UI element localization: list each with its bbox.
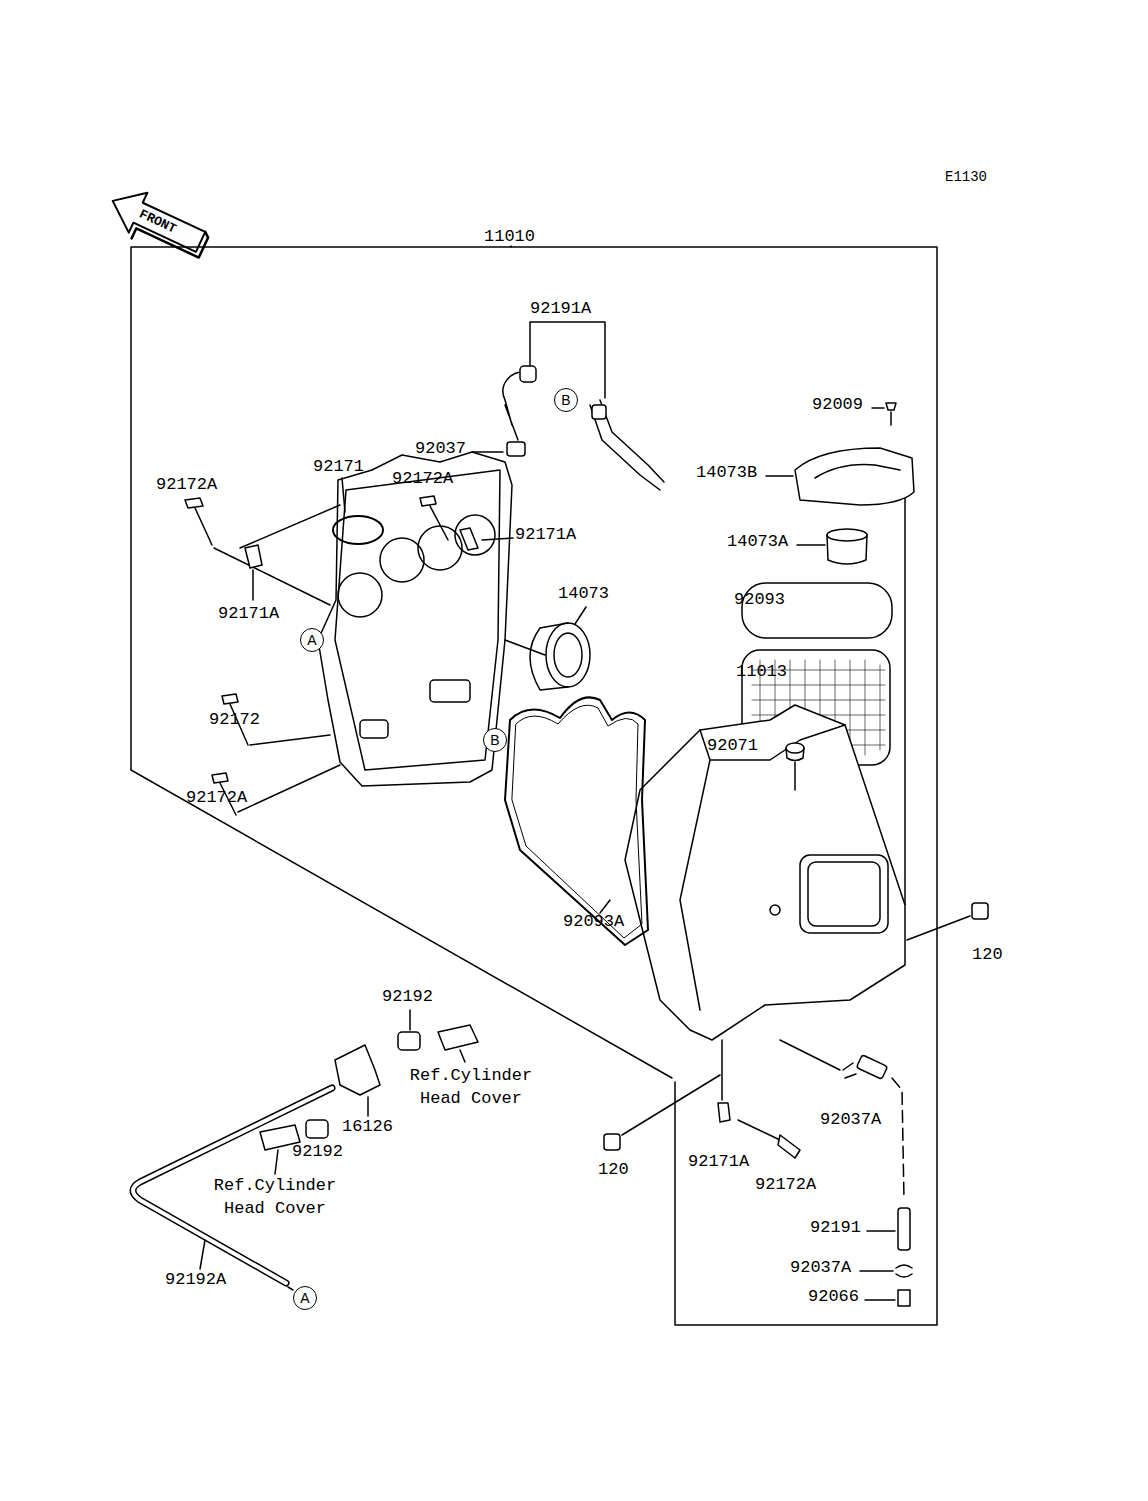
part-number: 92171A — [218, 605, 279, 623]
part-number: 92172A — [186, 789, 247, 807]
part-number: 92037A — [790, 1259, 851, 1277]
drawing-code: E1130 — [945, 168, 987, 186]
callout-letter-circle: A — [300, 628, 324, 652]
part-number: 92093A — [563, 913, 624, 931]
part-number: 11010 — [484, 228, 535, 246]
part-number: 92172A — [156, 476, 217, 494]
part-number: 92071 — [707, 737, 758, 755]
callout-letter-circle: A — [293, 1286, 317, 1310]
part-number: 92037A — [820, 1111, 881, 1129]
part-number: 14073 — [558, 585, 609, 603]
part-number: 92171A — [515, 526, 576, 544]
reference-note: Ref.Cylinder Head Cover — [396, 1064, 546, 1110]
part-number: 14073B — [696, 464, 757, 482]
part-number: 92192 — [292, 1143, 343, 1161]
callout-letter-circle: B — [554, 388, 578, 412]
callout-letter: A — [307, 633, 316, 647]
part-number: 11013 — [736, 663, 787, 681]
part-number: 92093 — [734, 591, 785, 609]
part-number: 92192 — [382, 988, 433, 1006]
reference-note: Ref.Cylinder Head Cover — [200, 1174, 350, 1220]
part-number: 92191 — [810, 1219, 861, 1237]
part-number: 92192A — [165, 1271, 226, 1289]
callout-letter-circle: B — [483, 728, 507, 752]
callout-letter: B — [490, 733, 499, 747]
part-number: 92172A — [392, 470, 453, 488]
part-number: 16126 — [342, 1118, 393, 1136]
part-number: 120 — [598, 1161, 629, 1179]
part-number: 92171 — [313, 458, 364, 476]
part-number: 92009 — [812, 396, 863, 414]
part-number: 92172 — [209, 711, 260, 729]
callout-letter: A — [300, 1291, 309, 1305]
callout-letter: B — [561, 393, 570, 407]
part-number: 92066 — [808, 1288, 859, 1306]
part-number: 92172A — [755, 1176, 816, 1194]
part-number: 92191A — [530, 300, 591, 318]
part-number: 14073A — [727, 533, 788, 551]
part-number: 92037 — [415, 440, 466, 458]
part-number: 120 — [972, 946, 1003, 964]
part-number: 92171A — [688, 1153, 749, 1171]
